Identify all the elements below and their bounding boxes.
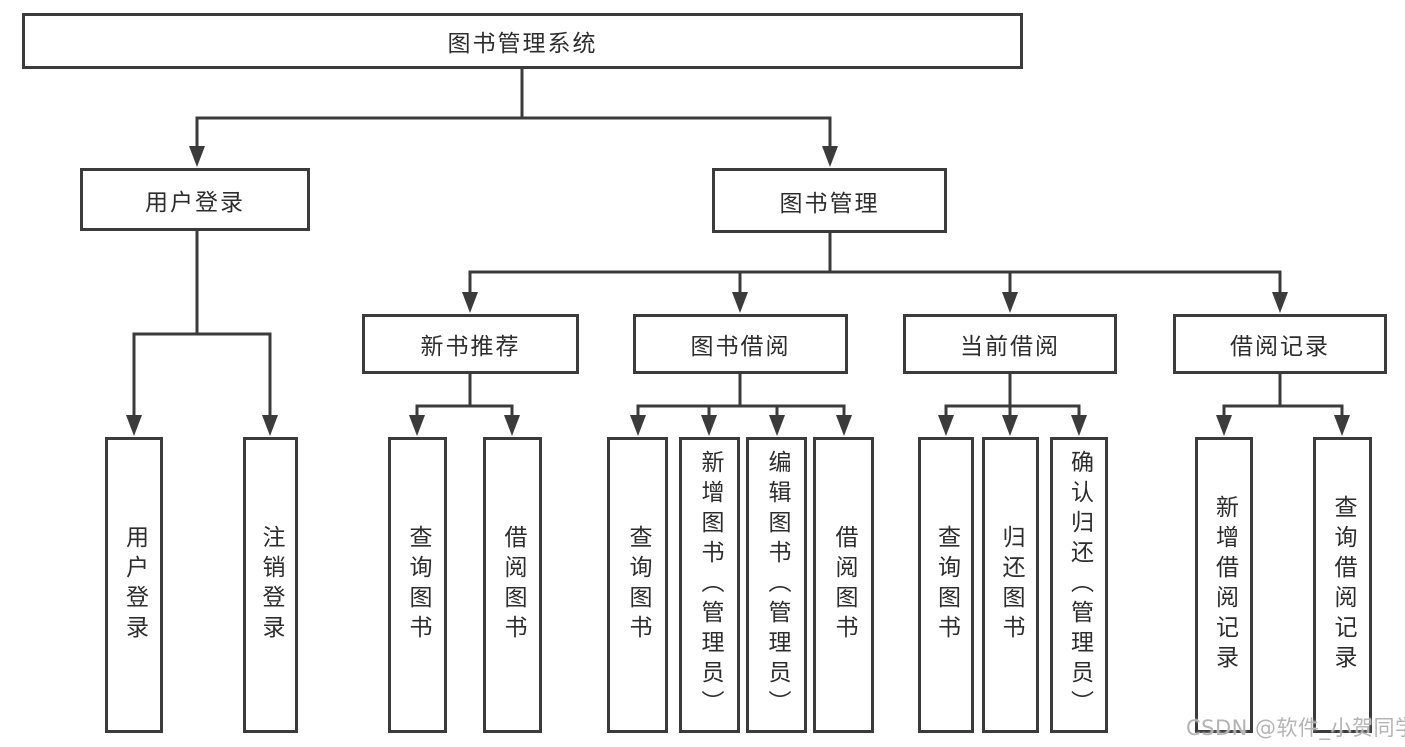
node-borrowing-records-label: 借阅记录 [1230,334,1330,360]
leaf-current-return-books-label: 归还图书 [998,525,1024,645]
node-book-borrowing: 图书借阅 [633,314,848,374]
leaf-records-add-record-label: 新增借阅记录 [1211,495,1238,675]
node-borrowing-records: 借阅记录 [1173,314,1387,374]
connector-borrow-rail [636,404,846,418]
leaf-recommend-query-books-label: 查询图书 [405,525,431,645]
leaf-current-confirm-return-admin-label: 确认归还（管理员） [1066,450,1093,720]
csdn-watermark: CSDN @软件_小贺同学 [1186,716,1405,740]
leaf-recommend-query-books: 查询图书 [388,437,447,733]
connector-level2-rail [195,116,832,148]
node-book-management: 图书管理 [712,168,947,233]
leaf-recommend-borrow-books-label: 借阅图书 [500,525,526,645]
node-user-login-label: 用户登录 [145,189,245,216]
leaf-current-confirm-return-admin: 确认归还（管理员） [1050,437,1108,733]
node-library-system-label: 图书管理系统 [447,31,598,57]
leaf-borrow-add-books-admin: 新增图书（管理员） [679,437,740,733]
node-library-system: 图书管理系统 [22,13,1023,69]
node-user-login: 用户登录 [80,168,310,231]
leaf-current-return-books: 归还图书 [982,437,1039,733]
connector-recommend-rail [415,404,514,418]
leaf-records-query-record: 查询借阅记录 [1313,437,1372,733]
leaf-recommend-borrow-books: 借阅图书 [483,437,542,733]
node-current-borrowing-label: 当前借阅 [960,334,1060,360]
connector-records-rail [1222,404,1344,418]
leaf-records-add-record: 新增借阅记录 [1195,437,1253,733]
node-new-book-recommend: 新书推荐 [362,314,579,374]
leaf-current-query-books: 查询图书 [918,437,974,733]
leaf-user-login: 用户登录 [105,437,163,733]
leaf-borrow-query-books-label: 查询图书 [625,525,651,645]
leaf-current-query-books-label: 查询图书 [933,525,960,645]
leaf-borrow-query-books: 查询图书 [607,437,668,733]
leaf-logout-label: 注销登录 [258,525,284,645]
node-book-borrowing-label: 图书借阅 [690,334,791,360]
node-new-book-recommend-label: 新书推荐 [420,334,521,360]
node-book-management-label: 图书管理 [779,190,880,217]
leaf-logout: 注销登录 [243,437,298,733]
leaf-borrow-borrow-books: 借阅图书 [813,437,874,733]
connector-user-rail [132,332,272,418]
leaf-borrow-borrow-books-label: 借阅图书 [831,525,857,645]
leaf-borrow-edit-books-admin: 编辑图书（管理员） [746,437,807,733]
connector-current-rail [944,404,1081,418]
connector-level3-rail [468,270,1282,294]
leaf-records-query-record-label: 查询借阅记录 [1330,495,1356,675]
leaf-borrow-add-books-admin-label: 新增图书（管理员） [697,450,723,720]
node-current-borrowing: 当前借阅 [903,314,1117,374]
leaf-user-login-label: 用户登录 [121,525,148,645]
leaf-borrow-edit-books-admin-label: 编辑图书（管理员） [764,450,790,720]
arrowheads [126,146,1350,436]
